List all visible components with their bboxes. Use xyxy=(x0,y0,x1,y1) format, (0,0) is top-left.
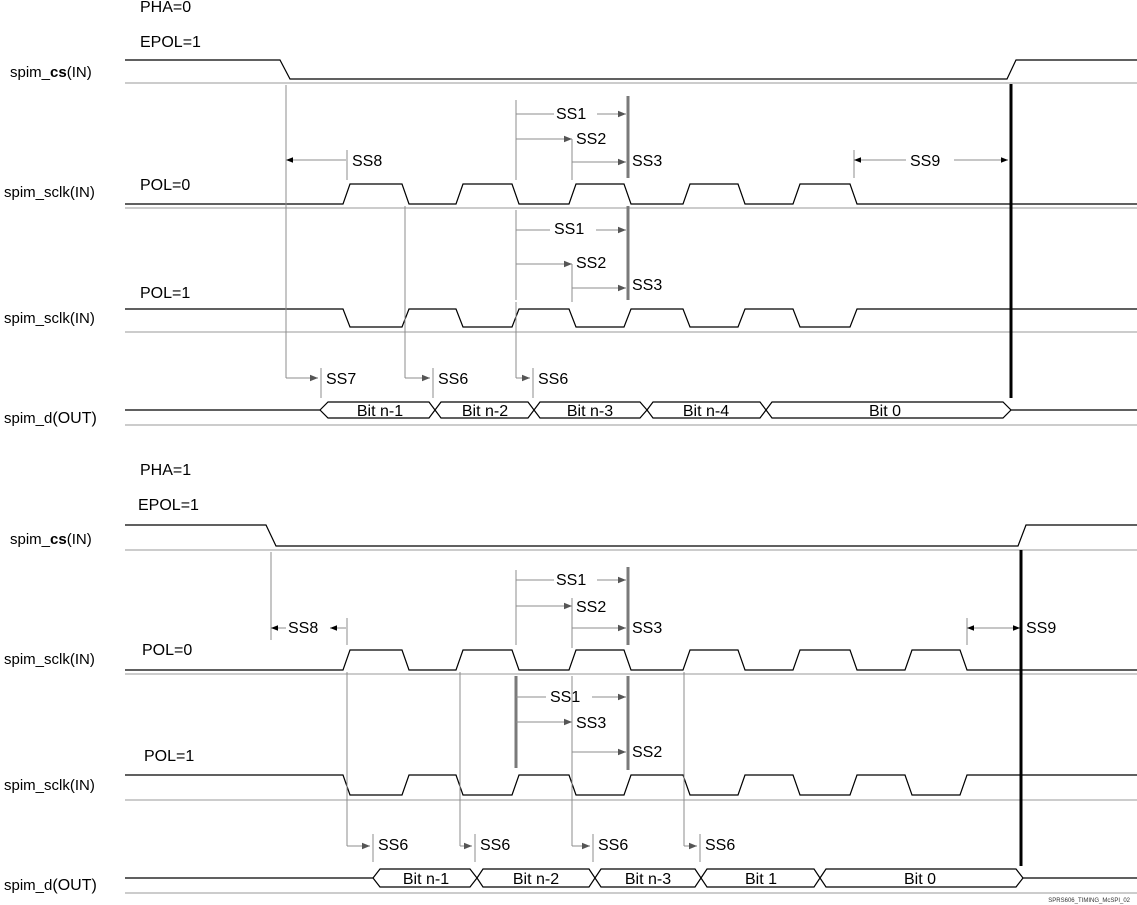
bit-label: Bit 1 xyxy=(745,871,777,888)
bit-label: Bit n-3 xyxy=(625,871,671,888)
ss1-label: SS1 xyxy=(556,106,586,123)
cs-signal-label: spim_cs(IN) xyxy=(10,531,92,548)
pol1-label: POL=1 xyxy=(140,285,190,302)
ss9-label: SS9 xyxy=(910,153,940,170)
ss6-label-b: SS6 xyxy=(480,837,510,854)
bit-label: Bit n-1 xyxy=(357,403,403,420)
ss6-label-a: SS6 xyxy=(378,837,408,854)
cs-waveform xyxy=(125,59,1137,80)
cs-signal-label: spim_cs(IN) xyxy=(10,64,92,81)
diagram-pha0: PHA=0 EPOL=1 spim_cs(IN) SS1 SS2 SS3 SS8… xyxy=(4,0,1137,427)
bit-label: Bit n-1 xyxy=(403,871,449,888)
ss2-label-2: SS2 xyxy=(632,744,662,761)
ss3-label: SS3 xyxy=(632,153,662,170)
pha-label: PHA=0 xyxy=(140,0,191,16)
ss1-label: SS1 xyxy=(556,572,586,589)
d-signal-label: spim_d(OUT) xyxy=(4,410,97,427)
sclk-pol1-waveform xyxy=(125,308,1137,328)
ss6-label-d: SS6 xyxy=(705,837,735,854)
bit-cell xyxy=(819,868,1024,888)
ss2-label: SS2 xyxy=(576,131,606,148)
sclk-pol1-signal-label: spim_sclk(IN) xyxy=(4,310,95,327)
ss6-label-c: SS6 xyxy=(598,837,628,854)
bit-label: Bit 0 xyxy=(869,403,901,420)
bit-label: Bit n-2 xyxy=(513,871,559,888)
ss6-label-b: SS6 xyxy=(538,371,568,388)
cs-waveform xyxy=(125,524,1137,547)
pha-label: PHA=1 xyxy=(140,462,191,479)
bit-cell xyxy=(765,401,1012,419)
ss2-label-2: SS2 xyxy=(576,255,606,272)
pol0-label: POL=0 xyxy=(142,642,192,659)
pol1-label: POL=1 xyxy=(144,748,194,765)
pol0-label: POL=0 xyxy=(140,177,190,194)
bit-label: Bit 0 xyxy=(904,871,936,888)
sclk-pol0-signal-label: spim_sclk(IN) xyxy=(4,184,95,201)
bit-label: Bit n-3 xyxy=(567,403,613,420)
epol-label: EPOL=1 xyxy=(138,497,199,514)
ss2-label: SS2 xyxy=(576,599,606,616)
sclk-pol0-waveform xyxy=(125,649,1137,671)
sclk-pol0-waveform xyxy=(125,183,1137,205)
diagram-pha1: PHA=1 EPOL=1 spim_cs(IN) SS1 SS2 SS3 SS8… xyxy=(4,462,1137,904)
ss9-label: SS9 xyxy=(1026,620,1056,637)
sclk-pol1-signal-label: spim_sclk(IN) xyxy=(4,777,95,794)
epol-label: EPOL=1 xyxy=(140,34,201,51)
figure-id: SPRS606_TIMING_McSPI_02 xyxy=(1048,898,1130,904)
ss8-label: SS8 xyxy=(288,620,318,637)
d-signal-label: spim_d(OUT) xyxy=(4,877,97,894)
ss1-label-2: SS1 xyxy=(554,221,584,238)
sclk-pol0-signal-label: spim_sclk(IN) xyxy=(4,651,95,668)
ss1-label-2: SS1 xyxy=(550,689,580,706)
sclk-pol1-waveform xyxy=(125,774,1137,796)
ss3-label-2: SS3 xyxy=(576,715,606,732)
ss3-label: SS3 xyxy=(632,620,662,637)
ss8-label: SS8 xyxy=(352,153,382,170)
bit-label: Bit n-4 xyxy=(683,403,729,420)
bit-label: Bit n-2 xyxy=(462,403,508,420)
ss7-label: SS7 xyxy=(326,371,356,388)
ss6-label-a: SS6 xyxy=(438,371,468,388)
ss3-label-2: SS3 xyxy=(632,277,662,294)
